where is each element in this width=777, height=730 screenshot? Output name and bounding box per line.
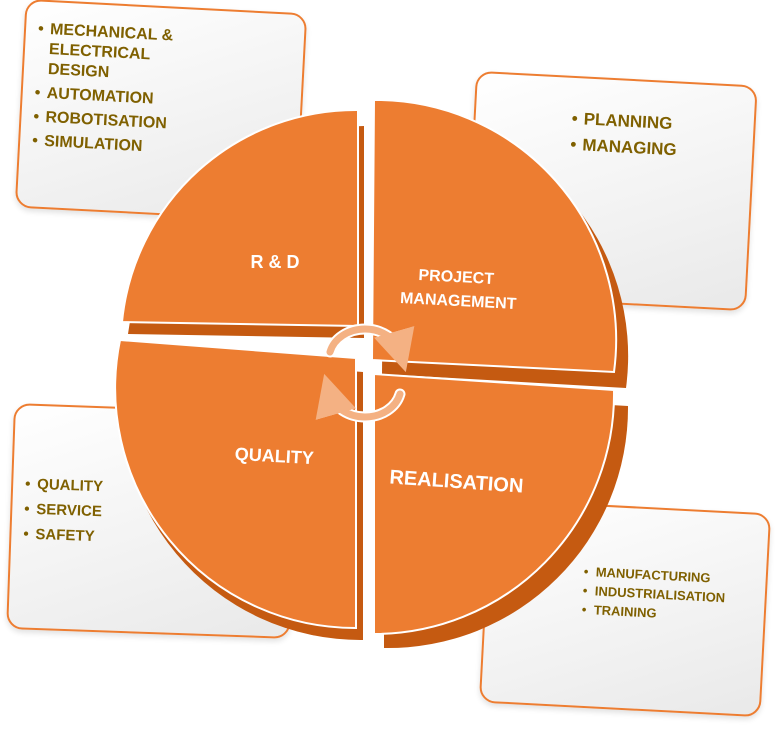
quadrant-pm-label-line1: PROJECT [418,267,495,288]
cycle-arrows-icon [315,323,415,423]
quadrant-rd-label: R & D [251,252,300,272]
quadrant-quality-label: QUALITY [234,444,314,468]
quadrant-project-management: PROJECT MANAGEMENT [370,98,629,388]
quadrant-rd: R & D [120,108,364,338]
quadrant-pm-label-line2: MANAGEMENT [400,290,517,313]
quadrant-quality: QUALITY [114,338,363,641]
quadrant-realisation: REALISATION [373,372,629,649]
